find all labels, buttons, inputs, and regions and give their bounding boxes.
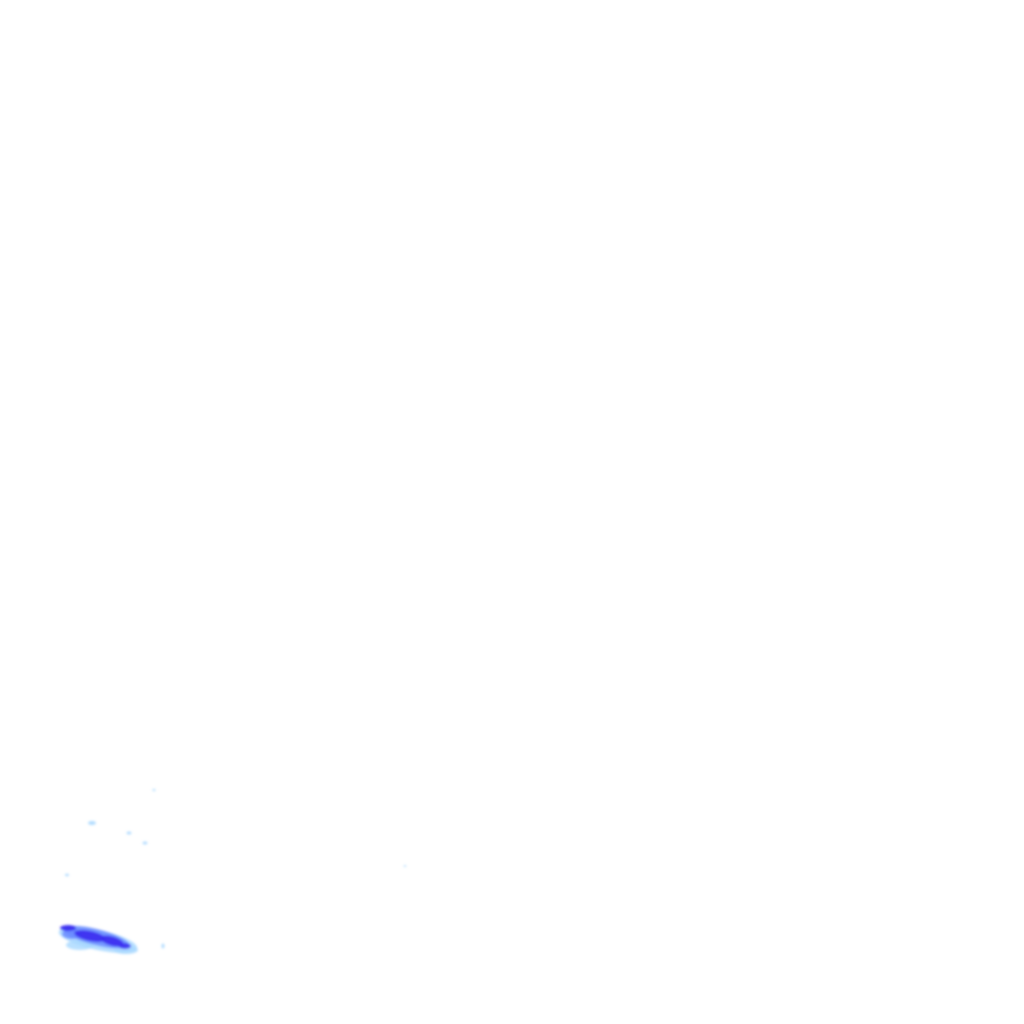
light-echo <box>88 821 96 825</box>
light-echo <box>403 865 407 867</box>
light-echo <box>152 789 156 791</box>
light-echo <box>65 873 69 877</box>
heavy-echo <box>74 930 106 942</box>
heavy-echo <box>100 935 124 947</box>
heavy-echo <box>60 925 76 931</box>
light-echo <box>161 943 165 949</box>
heavy-echo <box>119 943 131 949</box>
precipitation-echoes <box>58 789 407 954</box>
light-echo <box>142 841 148 845</box>
light-echo <box>126 831 132 835</box>
